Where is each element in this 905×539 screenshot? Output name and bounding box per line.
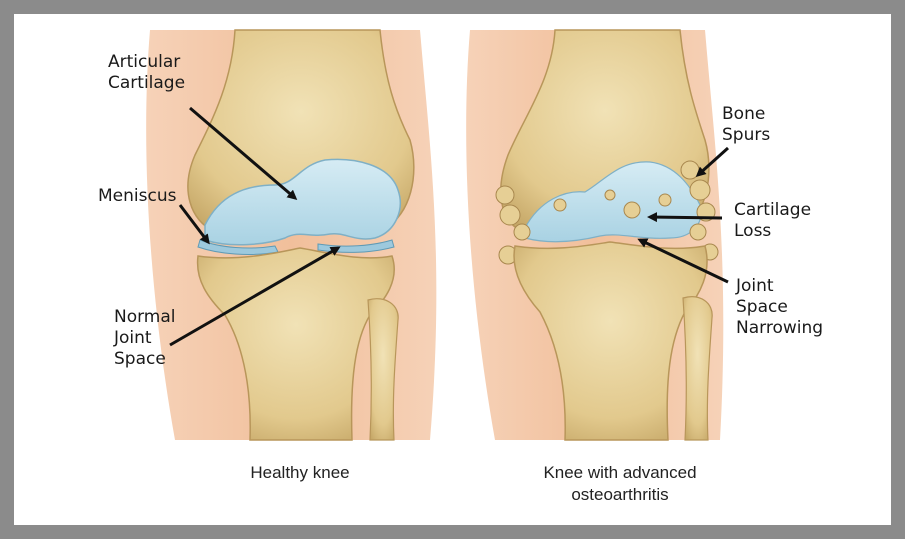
label-bone-spurs: Bone Spurs (722, 104, 770, 146)
caption-arthritic-knee: Knee with advanced osteoarthritis (510, 462, 730, 506)
cartilage-loss-arrow (650, 217, 722, 218)
bone-spur (500, 205, 520, 225)
bone-spur (624, 202, 640, 218)
caption-healthy-knee: Healthy knee (200, 462, 400, 484)
bone-spur (681, 161, 699, 179)
healthy-knee-illustration (146, 30, 436, 440)
bone-spur (659, 194, 671, 206)
bone-spur (605, 190, 615, 200)
label-meniscus: Meniscus (98, 186, 176, 207)
label-normal-joint-space: Normal Joint Space (114, 307, 176, 370)
arthritic-knee-illustration (466, 30, 723, 440)
label-cartilage-loss: Cartilage Loss (734, 200, 811, 242)
bone-spur (496, 186, 514, 204)
label-articular-cartilage: Articular Cartilage (108, 52, 185, 94)
arthritic-fibula (683, 297, 712, 440)
bone-spur (514, 224, 530, 240)
bone-spur (554, 199, 566, 211)
bone-spur (690, 224, 706, 240)
healthy-fibula (368, 299, 398, 440)
bone-spur (690, 180, 710, 200)
label-joint-space-narrowing: Joint Space Narrowing (736, 276, 823, 339)
